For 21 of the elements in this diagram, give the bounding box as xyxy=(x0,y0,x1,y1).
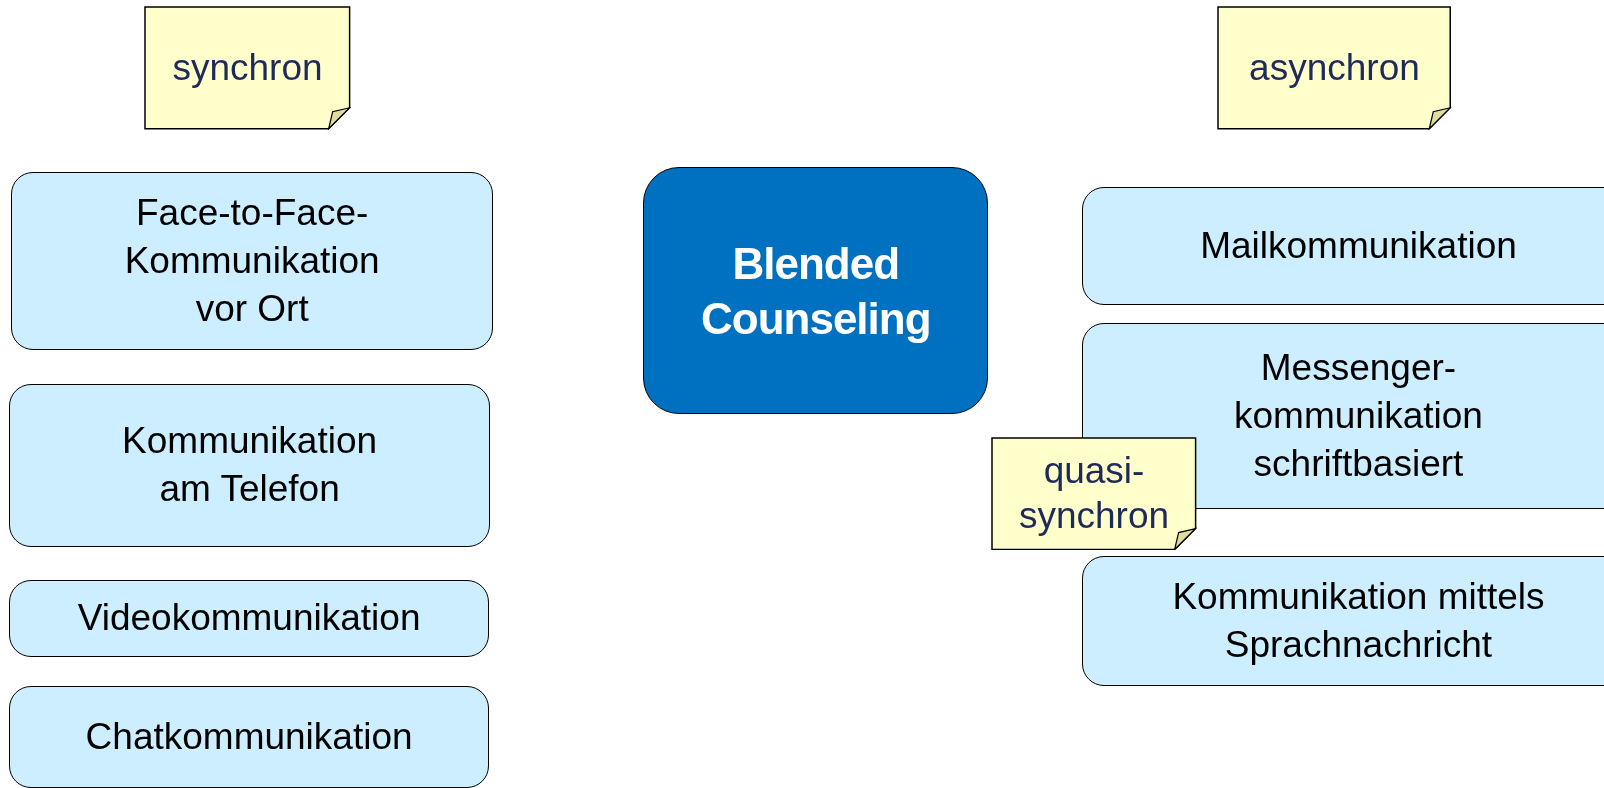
sticky-note xyxy=(991,436,1197,551)
box-text: Mailkommunikation xyxy=(1200,223,1517,268)
title-text: Blended Counseling xyxy=(700,237,932,345)
rounded-box xyxy=(11,171,494,350)
box-text: Kommunikation am Telefon xyxy=(121,419,379,512)
rounded-box xyxy=(1082,187,1604,305)
note-text: asynchron xyxy=(1249,45,1420,90)
note-text: quasi- synchron xyxy=(1017,449,1171,538)
rounded-box xyxy=(1082,556,1604,687)
box-text: Messenger- kommunikation schriftbasiert xyxy=(1233,346,1484,487)
sticky-note xyxy=(144,6,351,130)
box-text: Chatkommunikation xyxy=(85,714,413,759)
rounded-box xyxy=(9,686,489,788)
rounded-box xyxy=(9,580,489,657)
note-text: synchron xyxy=(172,45,323,90)
central-box xyxy=(643,166,989,415)
box-text: Kommunikation mittels Sprachnachricht xyxy=(1171,575,1546,668)
sticky-note xyxy=(1217,6,1452,130)
box-text: Videokommunikation xyxy=(77,596,421,641)
box-text: Face-to-Face- Kommunikation vor Ort xyxy=(123,190,381,331)
rounded-box xyxy=(9,383,490,548)
